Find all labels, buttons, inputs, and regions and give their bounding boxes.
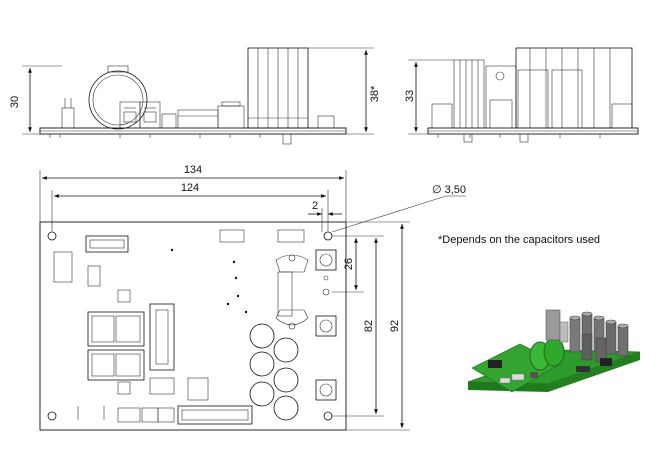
front-view: 33 [404,47,639,143]
dim-2-label: 2 [312,200,318,212]
top-view: 134 124 2 ∅ 3,50 26 82 92 [39,164,466,431]
dim-92-label: 92 [389,320,401,332]
dim-134-label: 134 [184,164,202,176]
dim-26-label: 26 [343,258,355,270]
dim-30-label: 30 [9,96,21,108]
dim-124-label: 124 [181,182,199,194]
dim-33-label: 33 [404,90,416,102]
dim-82-label: 82 [363,320,375,332]
capacitor-note: *Depends on the capacitors used [438,234,601,246]
dim-38-label: 38* [369,85,381,102]
side-view: 30 38* [9,47,381,145]
dim-diameter-label: ∅ 3,50 [432,184,466,196]
pcb-3d-render [467,309,641,393]
